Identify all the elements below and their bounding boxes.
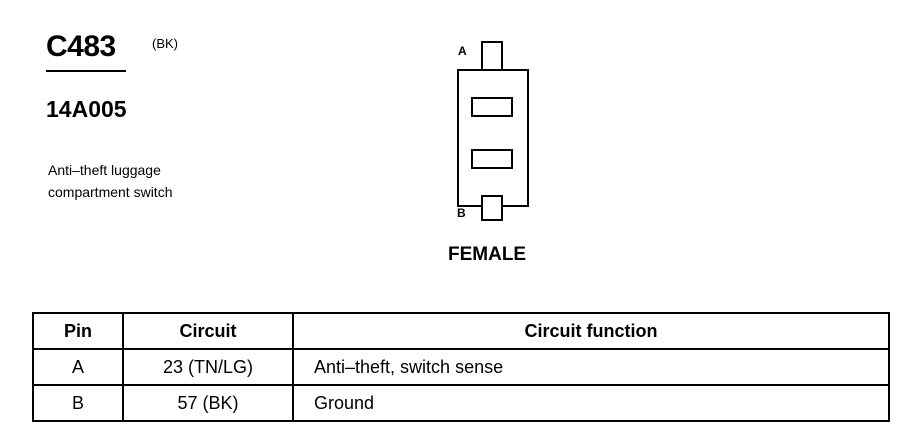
table-row: A 23 (TN/LG) Anti–theft, switch sense (32, 348, 890, 386)
header-circuit: Circuit (122, 312, 294, 350)
terminal-cavity-b (471, 149, 513, 169)
row-circuit: 23 (TN/LG) (122, 348, 294, 386)
part-number: 14A005 (46, 96, 127, 122)
bottom-latch-tab (481, 195, 503, 221)
connector-face-diagram (457, 41, 529, 221)
header-circuit-function: Circuit function (292, 312, 890, 350)
pin-circuit-table: Pin Circuit Circuit function A 23 (TN/LG… (32, 312, 890, 422)
table-row: B 57 (BK) Ground (32, 384, 890, 422)
component-description-line-2: compartment switch (48, 184, 173, 200)
connector-gender-label: FEMALE (448, 244, 527, 265)
pin-label-b: B (457, 206, 466, 220)
component-description-line-1: Anti–theft luggage (48, 162, 161, 178)
header-pin: Pin (32, 312, 124, 350)
top-latch-tab (481, 41, 503, 71)
row-pin: A (32, 348, 124, 386)
connector-id: C483 (46, 30, 116, 63)
row-circuit-function: Ground (292, 384, 890, 422)
connector-id-underline (46, 70, 126, 72)
pin-label-a: A (458, 44, 467, 58)
table-header-row: Pin Circuit Circuit function (32, 312, 890, 350)
row-pin: B (32, 384, 124, 422)
row-circuit: 57 (BK) (122, 384, 294, 422)
connector-color: (BK) (152, 36, 178, 51)
terminal-cavity-a (471, 97, 513, 117)
row-circuit-function: Anti–theft, switch sense (292, 348, 890, 386)
connector-body (457, 69, 529, 207)
